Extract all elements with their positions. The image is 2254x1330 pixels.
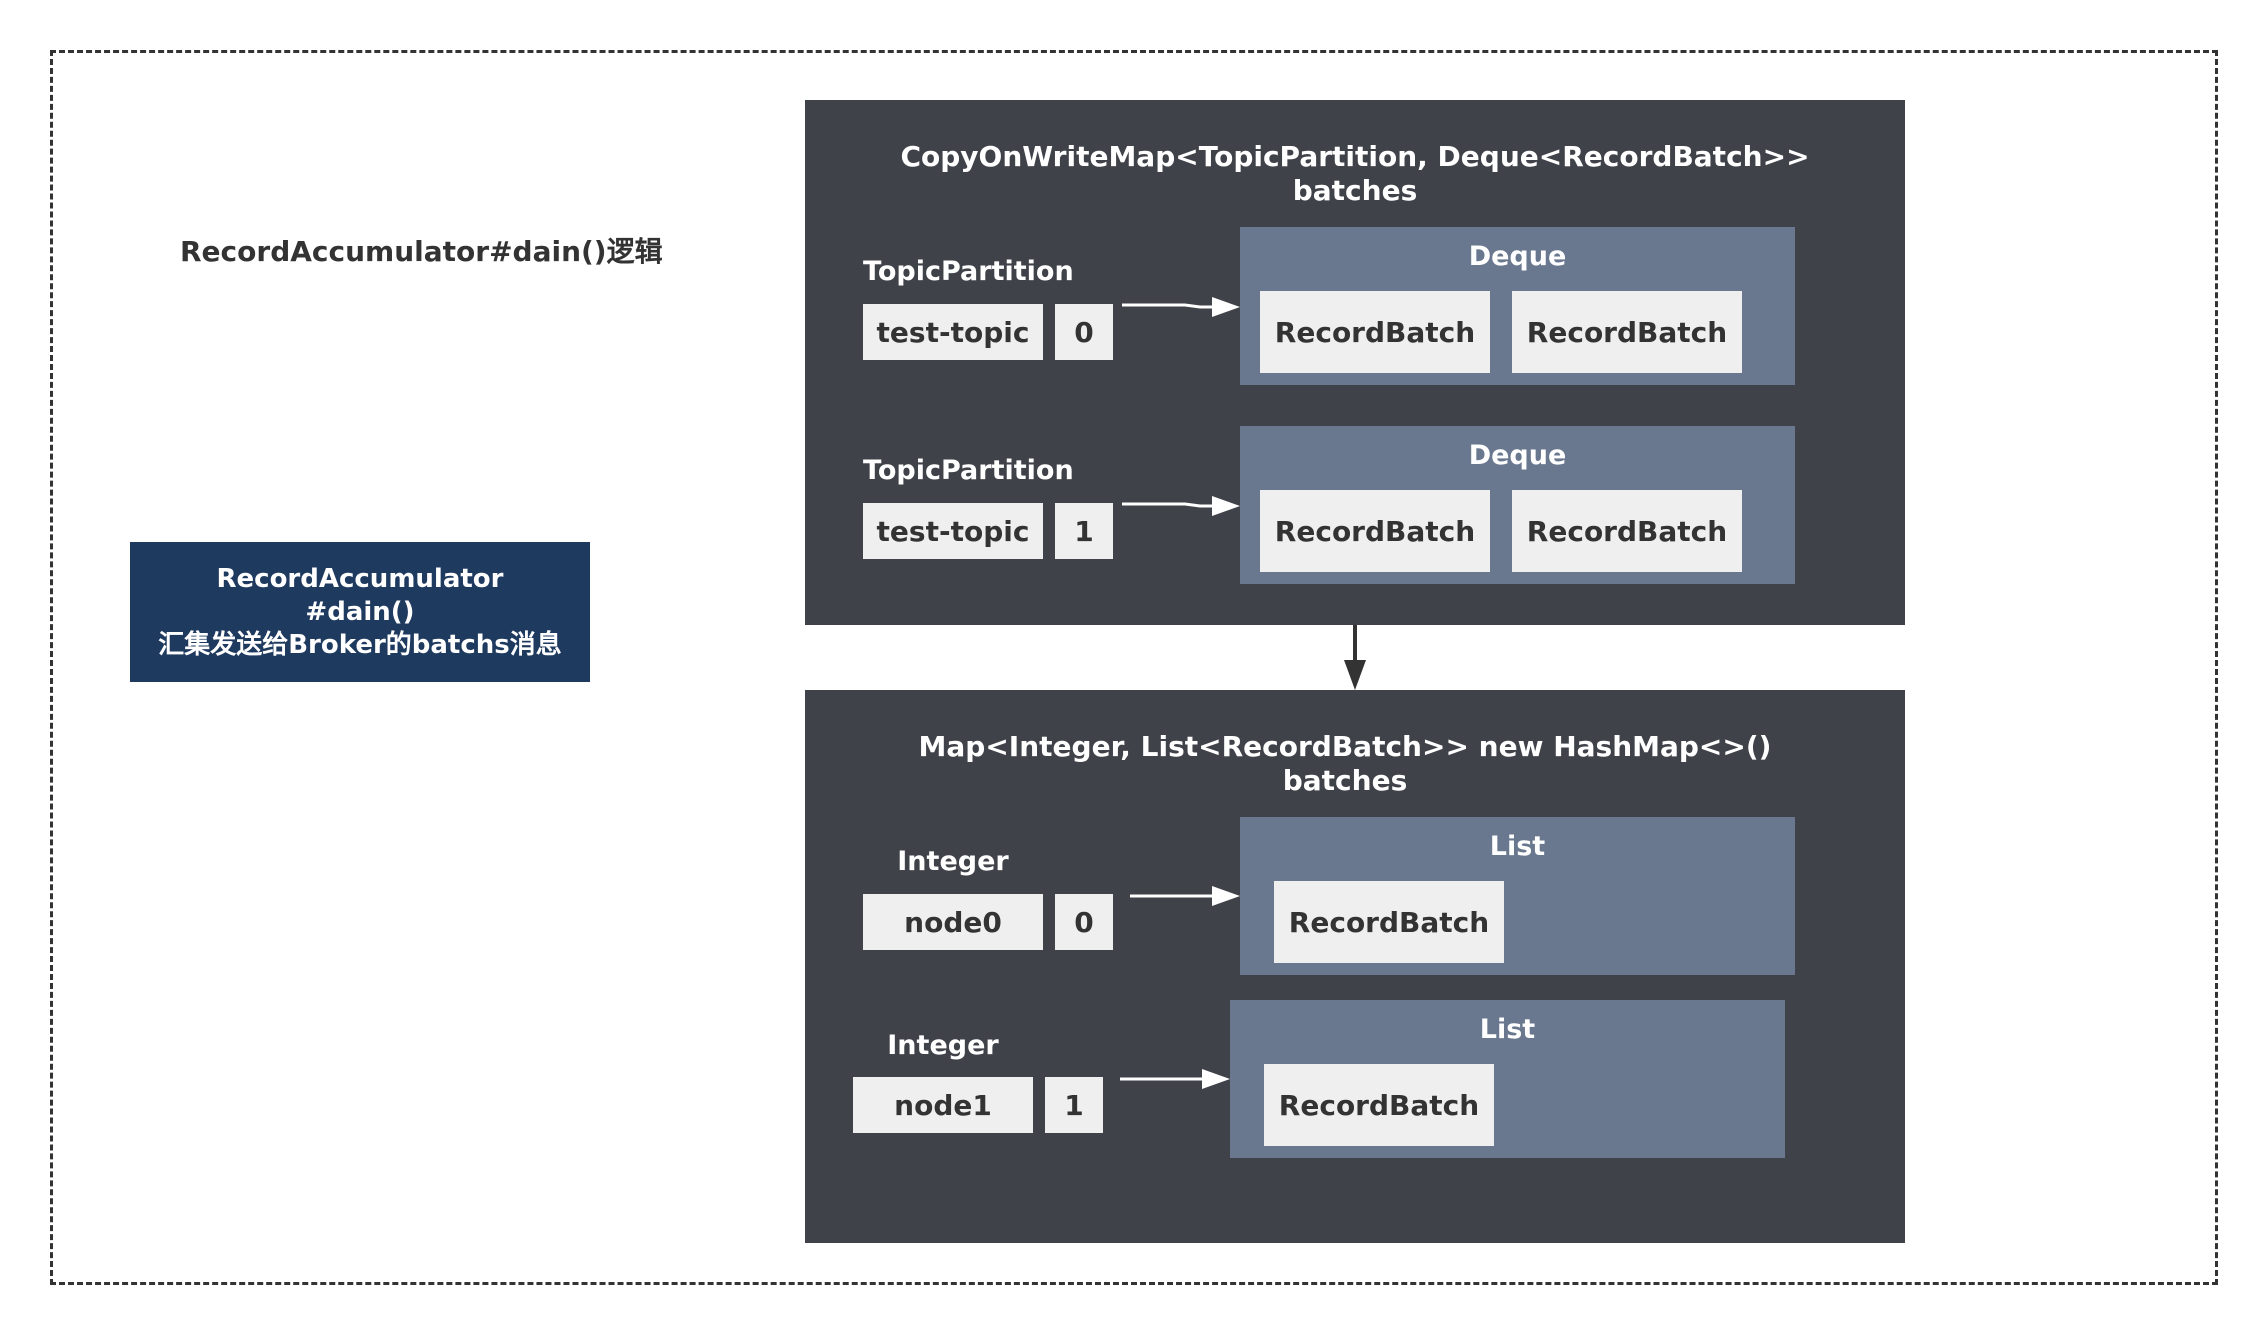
arrow-top-0 [1122, 297, 1240, 317]
arrow-map-to-map [1344, 625, 1366, 690]
arrow-bottom-1 [1120, 1069, 1230, 1089]
bottom-map-var: batches [1282, 764, 1408, 797]
top-entry-0-record-batch-2: RecordBatch [1512, 291, 1742, 373]
top-entry-0-key-label: TopicPartition [863, 256, 1074, 287]
bottom-entry-0-key-name: node0 [863, 894, 1043, 950]
top-map-var: batches [1292, 174, 1418, 207]
bottom-entry-1-key-index: 1 [1045, 1077, 1103, 1133]
top-entry-0-key-name: test-topic [863, 304, 1043, 360]
top-entry-0-record-batch-1: RecordBatch [1260, 291, 1490, 373]
arrow-top-1 [1122, 496, 1240, 516]
page-title: RecordAccumulator#dain()逻辑 [180, 235, 663, 268]
bottom-entry-0-key-label: Integer [897, 846, 1009, 877]
arrow-bottom-0 [1130, 886, 1240, 906]
top-map-panel: CopyOnWriteMap<TopicPartition, Deque<Rec… [805, 100, 1905, 625]
bottom-entry-1-key-label: Integer [887, 1030, 999, 1061]
bottom-entry-1-container-label: List [1479, 1014, 1536, 1045]
info-box-line-1: RecordAccumulator [216, 563, 504, 594]
top-entry-1-record-batch-1: RecordBatch [1260, 490, 1490, 572]
bottom-entry-1-list: List RecordBatch [1230, 1000, 1785, 1158]
bottom-entry-0-record-batch-1: RecordBatch [1274, 881, 1504, 963]
info-box-line-2: #dain() [305, 596, 415, 627]
top-entry-0-key-index: 0 [1055, 304, 1113, 360]
top-entry-1-key-label: TopicPartition [863, 455, 1074, 486]
top-entry-1-container-label: Deque [1468, 440, 1567, 471]
top-map-type: CopyOnWriteMap<TopicPartition, Deque<Rec… [900, 140, 1810, 173]
bottom-map-panel: Map<Integer, List<RecordBatch>> new Hash… [805, 690, 1905, 1243]
bottom-entry-0-list: List RecordBatch [1240, 817, 1795, 975]
top-entry-0-deque: Deque RecordBatch RecordBatch [1240, 227, 1795, 385]
top-entry-1-deque: Deque RecordBatch RecordBatch [1240, 426, 1795, 584]
bottom-map-type: Map<Integer, List<RecordBatch>> new Hash… [918, 730, 1772, 763]
top-entry-0-container-label: Deque [1468, 241, 1567, 272]
bottom-map-header: Map<Integer, List<RecordBatch>> new Hash… [785, 730, 1905, 798]
top-entry-1-key-name: test-topic [863, 503, 1043, 559]
top-entry-1-record-batch-2: RecordBatch [1512, 490, 1742, 572]
bottom-entry-0-key-index: 0 [1055, 894, 1113, 950]
top-entry-1-key-index: 1 [1055, 503, 1113, 559]
dashed-frame [50, 50, 2218, 1285]
bottom-entry-0-container-label: List [1489, 831, 1546, 862]
bottom-entry-1-record-batch-1: RecordBatch [1264, 1064, 1494, 1146]
info-box-line-3: 汇集发送给Broker的batchs消息 [158, 629, 562, 660]
bottom-entry-1-key-name: node1 [853, 1077, 1033, 1133]
top-map-header: CopyOnWriteMap<TopicPartition, Deque<Rec… [805, 140, 1905, 208]
info-box: RecordAccumulator #dain() 汇集发送给Broker的ba… [130, 542, 590, 682]
